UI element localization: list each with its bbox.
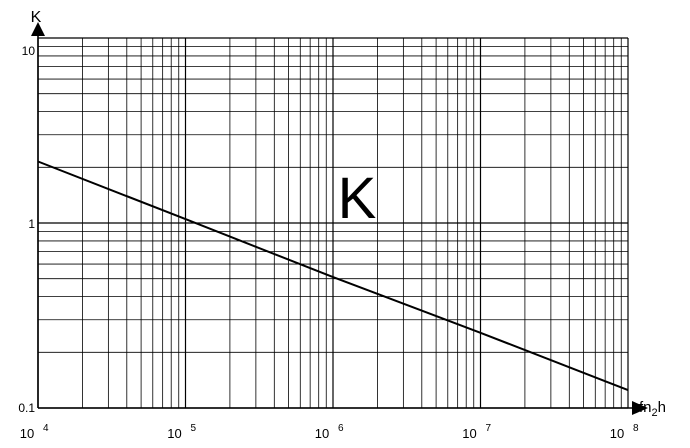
chart-annotation: K: [338, 166, 377, 231]
x-tick-exponent: 5: [191, 423, 197, 434]
y-axis-label: K: [31, 9, 42, 26]
x-axis-label: fn2h: [639, 399, 666, 419]
x-tick-label: 10: [167, 426, 181, 441]
y-tick-label: 0.1: [18, 401, 35, 415]
x-tick-exponent: 7: [486, 423, 492, 434]
axes: [31, 22, 648, 415]
x-tick-label: 10: [20, 426, 34, 441]
x-tick-exponent: 4: [43, 423, 49, 434]
x-tick-label: 10: [315, 426, 329, 441]
x-tick-label: 10: [610, 426, 624, 441]
y-tick-label: 1: [28, 217, 35, 231]
x-tick-label: 10: [462, 426, 476, 441]
series-layer: [37, 160, 629, 392]
x-tick-exponent: 6: [338, 423, 344, 434]
y-tick-label: 10: [22, 44, 36, 58]
x-axis-arrow: [632, 401, 648, 415]
y-axis-arrow: [31, 22, 45, 36]
x-tick-exponent: 8: [633, 423, 639, 434]
